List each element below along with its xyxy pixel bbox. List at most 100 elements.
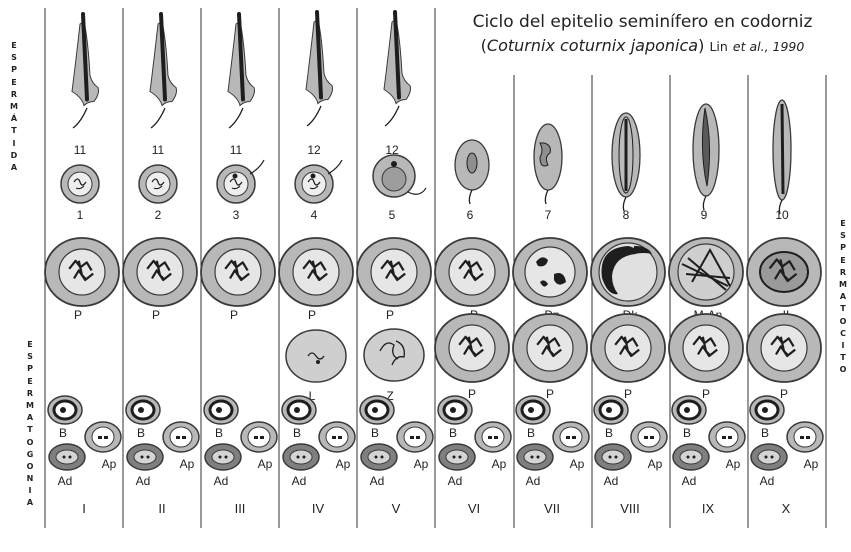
spermatocyte-bottom-label: P	[780, 387, 788, 401]
round-spermatid	[139, 165, 177, 203]
spermatid-step-number: 7	[545, 208, 552, 222]
nucleus	[92, 427, 114, 447]
chromatin-dot	[453, 456, 456, 459]
spermatocyte-bottom	[591, 314, 665, 382]
elongating-spermatid	[693, 104, 719, 210]
spermatocyte-top	[747, 238, 821, 306]
spermatogonium-ap	[553, 422, 589, 452]
nucleus	[758, 450, 780, 464]
stage-numeral: II	[158, 501, 165, 516]
spermatogonium-ad	[205, 444, 241, 470]
spermatogonium-ad-label: Ad	[370, 474, 385, 488]
nucleolus	[800, 436, 804, 439]
spermatogonium-ap-label: Ap	[492, 457, 507, 471]
stage-numeral: IV	[312, 501, 325, 516]
nucleus	[56, 450, 78, 464]
spermatocyte-bottom-label: P	[702, 387, 710, 401]
elongated-spermatid	[72, 14, 99, 128]
cell-body	[534, 124, 562, 190]
spermatocyte-bottom	[747, 314, 821, 382]
nucleolus	[528, 407, 534, 413]
spermatocyte-top	[435, 238, 509, 306]
spermatocyte-top	[201, 238, 275, 306]
spermatogonium-b-label: B	[293, 426, 301, 440]
nucleus	[525, 247, 575, 297]
nucleolus	[606, 407, 612, 413]
nucleolus	[98, 436, 102, 439]
chromatin-dot	[303, 456, 306, 459]
nucleolus	[254, 436, 258, 439]
spermatogonium-ap	[397, 422, 433, 452]
espermatogonia-side-label: ESPERMATOGONIA	[24, 341, 36, 512]
flagellum	[250, 160, 264, 174]
spermatogonium-b-label: B	[527, 426, 535, 440]
flagellum	[469, 190, 472, 204]
nucleolus	[684, 407, 690, 413]
nucleolus	[762, 407, 768, 413]
spermatogonium-ad-label: Ad	[58, 474, 73, 488]
nucleolus	[138, 407, 144, 413]
stage-numeral: VI	[468, 501, 480, 516]
spermatocyte-top-label: P	[308, 308, 316, 322]
spermatocyte-top	[357, 238, 431, 306]
chromatin-dot	[375, 456, 378, 459]
chromatin-dot	[147, 456, 150, 459]
nucleus	[248, 427, 270, 447]
nucleolus	[176, 436, 180, 439]
chromatin-dot	[609, 456, 612, 459]
chromatin-dot	[765, 456, 768, 459]
spermatocyte-top-label: P	[152, 308, 160, 322]
elongated-spermatid-step: 12	[307, 143, 321, 157]
spermatogonium-ap-label: Ap	[258, 457, 273, 471]
elongated-spermatid-step: 11	[230, 143, 243, 157]
spermatid-step-number: 5	[389, 208, 396, 222]
nucleolus	[488, 436, 492, 439]
spermatocyte-top	[591, 238, 665, 306]
spermatogonium-ad	[673, 444, 709, 470]
nucleolus	[644, 436, 648, 439]
chromatin-dot	[531, 456, 534, 459]
chromatin-dot	[771, 456, 774, 459]
chromatin-dot	[687, 456, 690, 459]
spermatid-step-number: 3	[233, 208, 240, 222]
nucleus	[368, 450, 390, 464]
spermatogonium-ap	[475, 422, 511, 452]
spermatogonium-b-label: B	[605, 426, 613, 440]
spermatogonium-ap-label: Ap	[804, 457, 819, 471]
nucleus	[602, 450, 624, 464]
elongating-spermatid	[534, 124, 562, 204]
spermatogonium-ad-label: Ad	[292, 474, 307, 488]
spermatogonium-ad-label: Ad	[526, 474, 541, 488]
spermatogonium-b-label: B	[59, 426, 67, 440]
acrosome	[233, 174, 238, 179]
flagellum	[307, 106, 321, 126]
spermatocyte-bottom-label: P	[546, 387, 554, 401]
stage-numeral: VIII	[620, 501, 640, 516]
chromatin-dot	[225, 456, 228, 459]
nucleolus	[650, 436, 654, 439]
elongating-spermatid	[455, 140, 489, 204]
spermatogonium-ad	[595, 444, 631, 470]
nucleus	[467, 153, 477, 173]
nucleus	[170, 427, 192, 447]
spermatogonium-b	[516, 396, 550, 424]
spermatogonium-b	[672, 396, 706, 424]
leptotene-spermatocyte	[286, 330, 346, 382]
stage-numeral: I	[82, 501, 86, 516]
spermatogonium-ap	[241, 422, 277, 452]
espermatida-side-label: ESPERMÁTIDA	[8, 42, 20, 176]
nucleolus	[104, 436, 108, 439]
nucleolus	[260, 436, 264, 439]
spermatid-step-number: 8	[623, 208, 630, 222]
nucleolus	[806, 436, 810, 439]
flagellum	[229, 108, 243, 128]
spermatogonium-b-label: B	[371, 426, 379, 440]
spermatogonium-ad-label: Ad	[136, 474, 151, 488]
chromatin-dot	[459, 456, 462, 459]
elongating-spermatid	[612, 113, 640, 211]
spermatogonium-b-label: B	[683, 426, 691, 440]
nucleus	[560, 427, 582, 447]
spermatogonium-b-label: B	[761, 426, 769, 440]
